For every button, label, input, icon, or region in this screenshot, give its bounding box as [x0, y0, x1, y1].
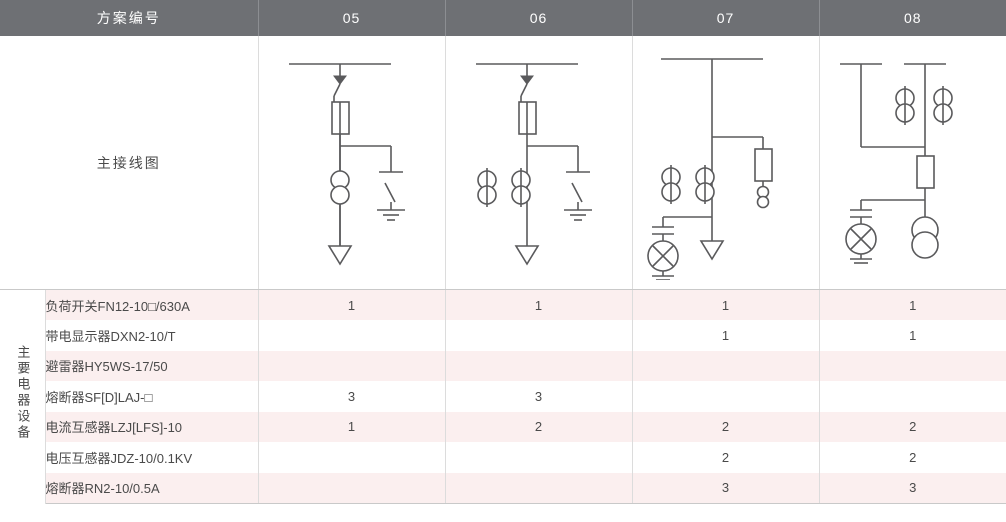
- one-line-diagram-06-icon: [475, 63, 592, 266]
- table-row: 电压互感器JDZ-10/0.1KV 2 2: [0, 442, 1006, 473]
- diagram-cell-05: [258, 36, 446, 290]
- equipment-qty-08: [819, 381, 1006, 412]
- diagram-cell-08: [819, 36, 1006, 290]
- equipment-qty-06: [445, 442, 633, 473]
- equipment-qty-07: [632, 350, 820, 381]
- equipment-item-name: 避雷器HY5WS-17/50: [45, 350, 259, 381]
- header-col-05: 05: [258, 0, 446, 36]
- equipment-item-name: 电压互感器JDZ-10/0.1KV: [45, 442, 259, 473]
- header-col-06: 06: [445, 0, 633, 36]
- one-line-diagram-07-icon: [646, 58, 773, 280]
- equipment-qty-05: 3: [258, 381, 446, 412]
- equipment-qty-05: [258, 472, 446, 504]
- equipment-qty-07: 2: [632, 411, 820, 442]
- equipment-qty-06: [445, 350, 633, 381]
- equipment-qty-05: [258, 442, 446, 473]
- equipment-qty-05: 1: [258, 411, 446, 442]
- header-scheme-label: 方案编号: [0, 0, 259, 36]
- header-col-08: 08: [819, 0, 1006, 36]
- equipment-item-name: 负荷开关FN12-10□/630A: [45, 289, 259, 320]
- table-row: 避雷器HY5WS-17/50: [0, 350, 1006, 381]
- equipment-qty-08: 2: [819, 442, 1006, 473]
- one-line-diagram-08-icon: [839, 63, 953, 264]
- table-row: 熔断器SF[D]LAJ-□ 3 3: [0, 381, 1006, 412]
- equipment-section-vertical-label-text: 主要电器设备: [15, 345, 31, 442]
- equipment-qty-08: [819, 350, 1006, 381]
- main-wiring-diagram-row: 主接线图: [0, 36, 1006, 290]
- header-col-07: 07: [632, 0, 820, 36]
- equipment-section-vertical-label: 主要电器设备: [0, 289, 46, 503]
- scheme-specification-table: 方案编号 05 06 07 08 主接线图: [0, 0, 1006, 504]
- equipment-qty-07: [632, 381, 820, 412]
- equipment-qty-08: 3: [819, 472, 1006, 504]
- table-row: 带电显示器DXN2-10/T 1 1: [0, 320, 1006, 351]
- equipment-qty-05: [258, 350, 446, 381]
- equipment-qty-06: 3: [445, 381, 633, 412]
- equipment-qty-07: 3: [632, 472, 820, 504]
- equipment-qty-06: [445, 320, 633, 351]
- equipment-qty-07: 1: [632, 289, 820, 320]
- equipment-qty-08: 1: [819, 289, 1006, 320]
- equipment-qty-08: 2: [819, 411, 1006, 442]
- one-line-diagram-05-icon: [288, 63, 405, 266]
- equipment-qty-08: 1: [819, 320, 1006, 351]
- diagram-cell-07: [632, 36, 820, 290]
- equipment-item-name: 熔断器SF[D]LAJ-□: [45, 381, 259, 412]
- equipment-item-name: 带电显示器DXN2-10/T: [45, 320, 259, 351]
- equipment-qty-06: [445, 472, 633, 504]
- equipment-item-name: 电流互感器LZJ[LFS]-10: [45, 411, 259, 442]
- equipment-qty-07: 2: [632, 442, 820, 473]
- equipment-qty-07: 1: [632, 320, 820, 351]
- diagram-cell-06: [445, 36, 633, 290]
- main-wiring-diagram-label: 主接线图: [0, 36, 259, 290]
- equipment-item-name: 熔断器RN2-10/0.5A: [45, 472, 259, 504]
- equipment-qty-06: 1: [445, 289, 633, 320]
- table-header-row: 方案编号 05 06 07 08: [0, 0, 1006, 36]
- equipment-qty-05: [258, 320, 446, 351]
- table-row: 熔断器RN2-10/0.5A 3 3: [0, 472, 1006, 504]
- table-row: 电流互感器LZJ[LFS]-10 1 2 2 2: [0, 411, 1006, 442]
- equipment-qty-05: 1: [258, 289, 446, 320]
- table-row: 主要电器设备 负荷开关FN12-10□/630A 1 1 1 1: [0, 289, 1006, 503]
- equipment-qty-06: 2: [445, 411, 633, 442]
